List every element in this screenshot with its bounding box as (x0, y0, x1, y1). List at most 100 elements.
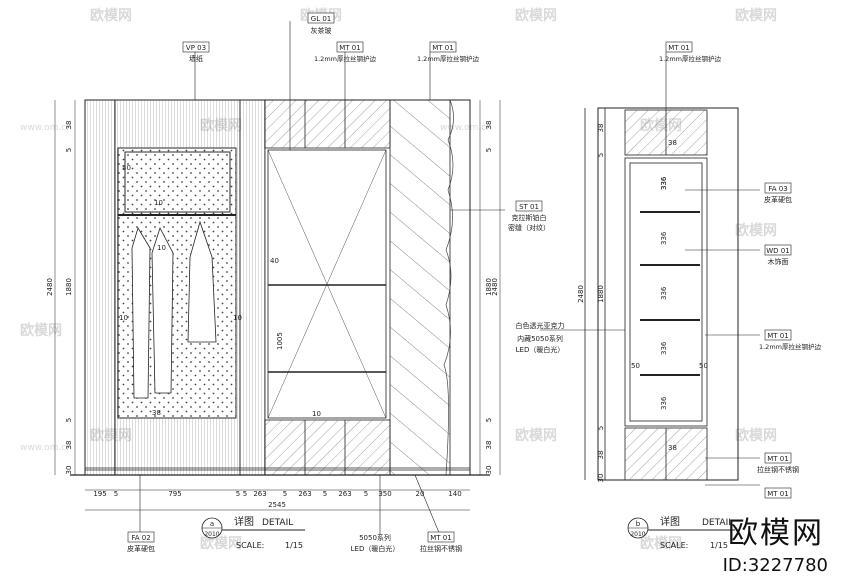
scale-value: 1/15 (285, 541, 303, 550)
dim-label: 1880 (65, 278, 73, 296)
tag-label: LED（暖白光） (351, 544, 400, 553)
tag-led-a: 5050系列 LED（暖白光） (351, 475, 400, 553)
tag-label: 灰茶玻 (311, 26, 332, 35)
tag-mt01-extra-b: MT 01 (705, 484, 792, 499)
svg-text:白色透光亚克力: 白色透光亚克力 (516, 321, 565, 330)
svg-text:336: 336 (660, 231, 668, 245)
svg-text:1.2mm厚拉丝钢护边: 1.2mm厚拉丝钢护边 (759, 342, 822, 351)
dim-label: 30 (485, 466, 493, 475)
dim-label: 140 (448, 490, 461, 498)
dim-label: 38 (65, 121, 73, 130)
acrylic-note: 白色透光亚克力 内藏5050系列 LED（暖白光） (516, 321, 625, 354)
svg-text:38: 38 (668, 139, 677, 147)
svg-text:336: 336 (660, 176, 668, 190)
detail-a-inner-dims: 50 10 10 10 10 38 40 1005 10 (119, 164, 321, 418)
watermark-text: 欧模网 (200, 535, 242, 552)
detail-a-title: a 2010 详图 DETAIL SCALE: 1/15 (201, 515, 305, 550)
svg-text:10: 10 (157, 244, 166, 252)
svg-text:内藏5050系列: 内藏5050系列 (517, 334, 563, 343)
svg-text:50: 50 (699, 362, 708, 370)
lower-glass-panels (264, 419, 391, 476)
detail-a-left-dims: 38 5 1880 5 38 30 (65, 121, 73, 475)
dim-label: 20 (416, 490, 425, 498)
dim-label: 1880 (485, 278, 493, 296)
dim-label: 5 (364, 490, 368, 498)
detail-title-en: DETAIL (702, 518, 733, 528)
dim-height-b: 2480 (577, 285, 585, 303)
tag-label: 1.2mm厚拉丝钢护边 (417, 54, 480, 63)
dim-label: 263 (338, 490, 351, 498)
svg-text:40: 40 (270, 257, 279, 265)
dim-height-a-right: 2480 (491, 278, 499, 296)
dim-total-a: 2545 (268, 501, 286, 509)
watermark-url: www.om.cn (20, 123, 72, 133)
tag-label: 5050系列 (359, 533, 391, 542)
svg-text:a: a (210, 520, 214, 528)
svg-text:38: 38 (668, 444, 677, 452)
svg-text:MT 01: MT 01 (767, 332, 788, 340)
watermark-text: 欧模网 (735, 7, 777, 24)
dim-label: 195 (93, 490, 106, 498)
svg-text:FA 03: FA 03 (768, 185, 787, 193)
svg-text:336: 336 (660, 396, 668, 410)
watermark-text: 欧模网 (640, 535, 682, 552)
detail-b-title: b 2010 详图 DETAIL SCALE: 1/15 (627, 515, 735, 550)
svg-text:10: 10 (119, 314, 128, 322)
dim-label: 38 (485, 441, 493, 450)
svg-text:b: b (636, 520, 641, 528)
tag-fa03: FA 03 皮革硬包 (685, 182, 792, 204)
svg-text:336: 336 (660, 286, 668, 300)
dim-label: 5 (597, 426, 605, 430)
scale-value: 1/15 (710, 541, 728, 550)
svg-text:MT 01: MT 01 (767, 455, 788, 463)
svg-text:10: 10 (154, 199, 163, 207)
dim-label: 5 (597, 153, 605, 157)
dim-label: 30 (65, 466, 73, 475)
tag-mt01-top-a: MT 01 1.2mm厚拉丝钢护边 (314, 41, 376, 100)
svg-text:WD 01: WD 01 (766, 247, 789, 255)
watermark-text: 欧模网 (735, 427, 777, 444)
svg-text:1.2mm厚拉丝钢护边: 1.2mm厚拉丝钢护边 (659, 54, 722, 63)
garment-1 (131, 227, 151, 399)
tag-label: 墙纸 (189, 54, 203, 63)
dim-label: 5 (114, 490, 118, 498)
svg-text:皮革硬包: 皮革硬包 (764, 195, 792, 204)
tag-code: MT 01 (432, 44, 453, 52)
svg-text:336: 336 (660, 176, 668, 190)
svg-text:MT 01: MT 01 (668, 44, 689, 52)
watermark-text: 欧模网 (90, 7, 132, 24)
tag-code: MT 01 (339, 44, 360, 52)
scale-label: SCALE: (236, 541, 264, 550)
svg-text:木饰面: 木饰面 (768, 257, 789, 266)
garment-3 (187, 220, 217, 343)
dim-label: 38 (65, 441, 73, 450)
tag-code: ST 01 (519, 203, 539, 211)
tag-code: FA 02 (131, 534, 150, 542)
dim-label: 5 (243, 490, 247, 498)
dim-label: 38 (485, 121, 493, 130)
left-fabric-panel (84, 99, 116, 476)
tag-fa02: FA 02 皮革硬包 (127, 475, 155, 553)
tag-mt01-top-b: MT 01 1.2mm厚拉丝钢护边 (417, 41, 480, 100)
tag-mt01-mid-b: MT 01 1.2mm厚拉丝钢护边 (705, 329, 822, 351)
svg-text:2010: 2010 (630, 531, 645, 538)
svg-text:LED（暖白光）: LED（暖白光） (516, 345, 565, 354)
dim-label: 5 (65, 418, 73, 422)
tag-vp03: VP 03 墙纸 (182, 41, 210, 100)
dim-label: 5 (65, 148, 73, 152)
dim-label: 5 (485, 418, 493, 422)
svg-text:10: 10 (312, 410, 321, 418)
detail-b-shelf-dims: 38 38 336 336 336 336 336 336 50 50 (631, 139, 708, 452)
tag-code: MT 01 (430, 534, 451, 542)
watermark-url: www.om.cn (440, 123, 492, 133)
watermark-text: 欧模网 (515, 427, 557, 444)
watermark-text: 欧模网 (515, 7, 557, 24)
tag-label: 皮革硬包 (127, 544, 155, 553)
tag-label: 拉丝钢不锈钢 (420, 544, 462, 553)
dim-label: 263 (298, 490, 311, 498)
watermark-text: 欧模网 (735, 222, 777, 239)
section-cut-line (443, 99, 454, 476)
tag-label: 克拉斯铂白 (512, 213, 547, 222)
tag-st01: ST 01 克拉斯铂白 密缝（对纹） (450, 200, 550, 232)
